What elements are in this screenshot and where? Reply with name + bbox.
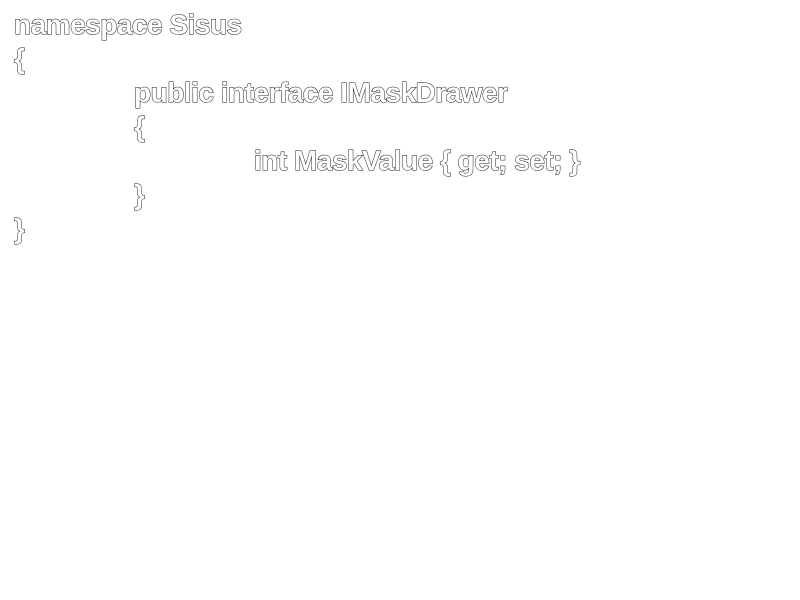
code-block: namespace Sisus { public interface IMask…: [14, 8, 581, 246]
code-line-namespace: namespace Sisus: [14, 9, 243, 41]
code-line-property: int MaskValue { get; set; }: [254, 145, 581, 177]
code-line-interface-close-brace: }: [134, 179, 146, 211]
code-line-namespace-open-brace: {: [14, 43, 26, 75]
code-line-namespace-close-brace: }: [14, 213, 26, 245]
code-line-interface-declaration: public interface IMaskDrawer: [134, 77, 509, 109]
code-line-interface-open-brace: {: [134, 111, 146, 143]
